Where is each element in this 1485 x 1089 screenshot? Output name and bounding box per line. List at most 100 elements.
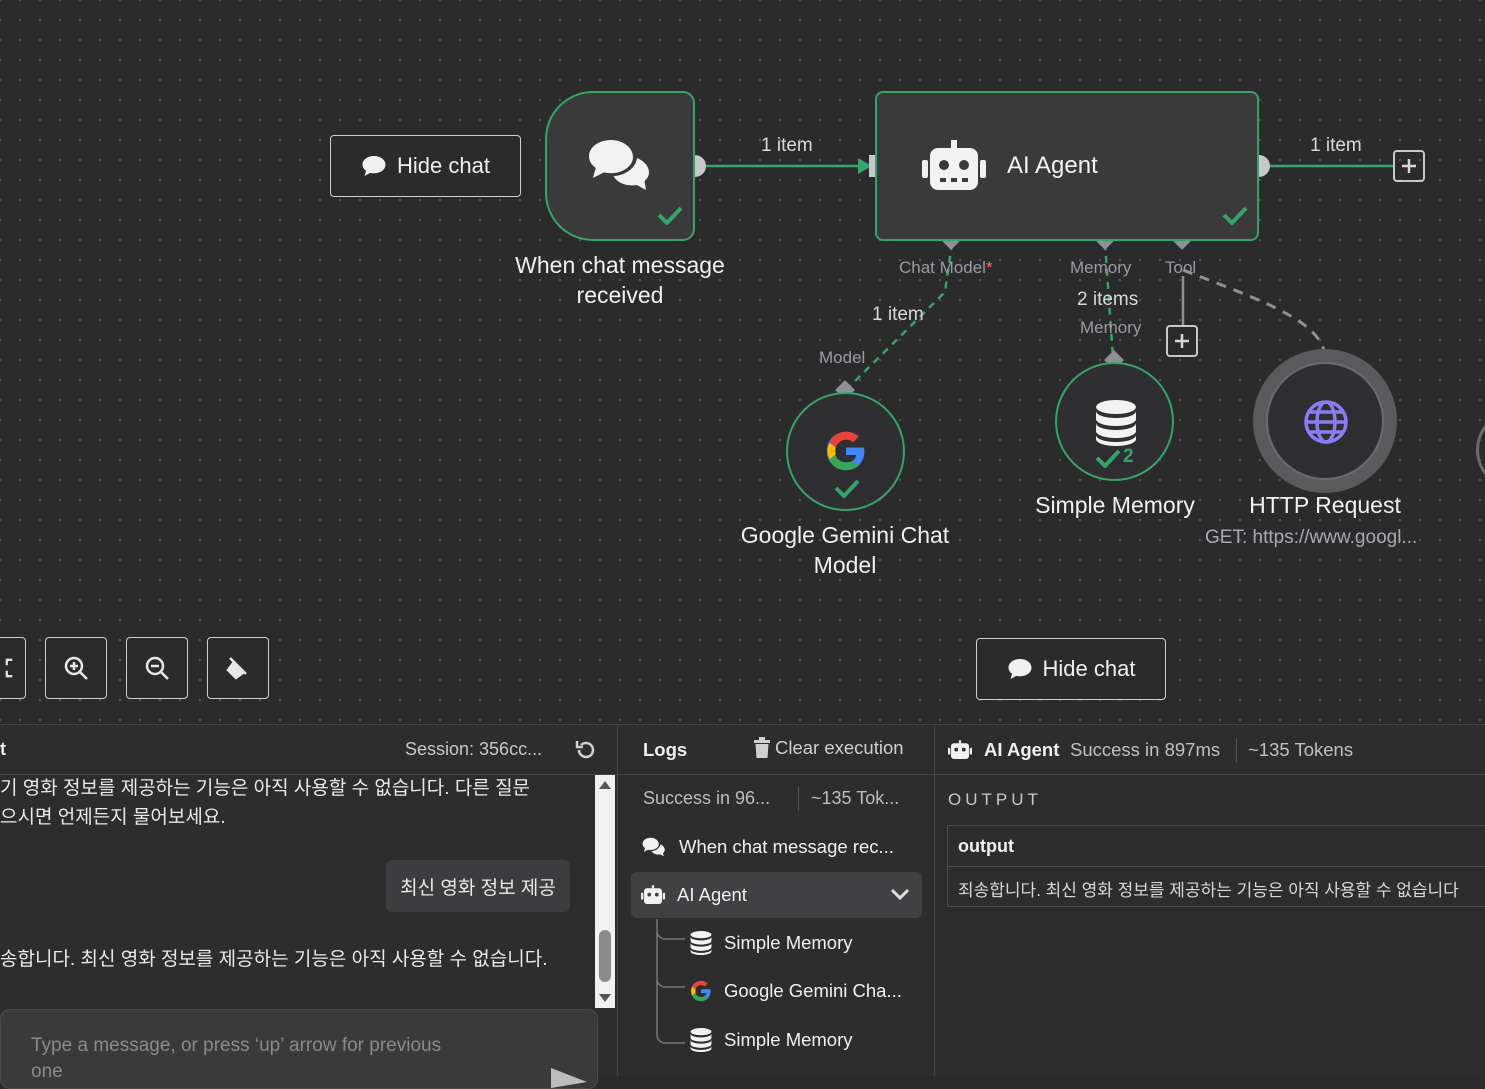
port-label-chat-model: Chat Model* [899, 258, 993, 277]
http-node-subtitle: GET: https://www.googl... [1205, 527, 1418, 548]
google-logo-icon [826, 431, 865, 471]
scroll-thumb[interactable] [599, 930, 611, 982]
workflow-canvas[interactable]: Hide chat When chat message received 1 i… [0, 0, 1485, 724]
user-message: 최신 영화 정보 제공 [386, 860, 570, 912]
database-icon [1096, 400, 1136, 446]
zoom-out-icon [145, 656, 169, 680]
bot-message: 기 영화 정보를 제공하는 기능은 아직 사용할 수 없습니다. 다른 질문 으… [0, 778, 531, 828]
http-node-label: HTTP Request [1249, 492, 1401, 518]
logs-summary-tokens: ~135 Tok... [811, 788, 900, 808]
chat-trigger-node[interactable] [545, 91, 695, 241]
chat-bubbles-icon [589, 140, 649, 190]
output-node-name: AI Agent [984, 739, 1060, 760]
google-logo-icon [690, 980, 711, 1002]
success-check-icon [1095, 449, 1121, 468]
wire-agent-model [847, 242, 954, 389]
database-icon [690, 1028, 712, 1052]
gemini-chat-model-node[interactable] [786, 392, 905, 511]
wire-agent-tool [1182, 268, 1327, 356]
memory-run-count: 2 [1123, 446, 1134, 467]
plus-icon [1175, 334, 1189, 348]
globe-icon [1304, 400, 1348, 444]
logs-header: Logs Clear execution [618, 725, 935, 775]
chat-bubbles-icon [642, 837, 665, 857]
memory-node-label: Simple Memory [1035, 492, 1195, 518]
chat-bubble-icon [362, 156, 386, 176]
scroll-down-icon[interactable] [598, 993, 612, 1003]
log-item-chat-trigger[interactable]: When chat message rec... [641, 824, 921, 870]
divider [1236, 738, 1237, 762]
bot-message: 송합니다. 최신 영화 정보를 제공하는 기능은 아직 사용할 수 없습니다. [0, 949, 548, 970]
logs-summary-time: Success in 96... [643, 788, 771, 808]
zoom-out-button[interactable] [126, 637, 188, 699]
port-label-tool: Tool [1165, 258, 1197, 277]
gemini-node-label: Google Gemini Chat Model [740, 522, 950, 578]
wire-agent-memory [1103, 242, 1115, 359]
ai-agent-node[interactable]: AI Agent [875, 91, 1259, 241]
scroll-up-icon[interactable] [598, 780, 612, 790]
chat-title: t [0, 739, 6, 759]
chat-message-input[interactable]: Type a message, or press ‘up’ arrow for … [0, 1009, 598, 1089]
input-port [869, 155, 880, 177]
zoom-in-button[interactable] [45, 637, 107, 699]
port-label-memory-in: Memory [1080, 318, 1142, 337]
edge-label-memory: 2 items [1077, 289, 1139, 310]
success-check-icon [1222, 206, 1248, 225]
output-field-value[interactable]: 죄송합니다. 최신 영화 정보를 제공하는 기능은 아직 사용할 수 없습니다 [958, 881, 1459, 900]
output-table: output 죄송합니다. 최신 영화 정보를 제공하는 기능은 아직 사용할 … [947, 825, 1485, 907]
add-node-button[interactable] [1393, 150, 1425, 182]
simple-memory-node[interactable]: 2 [1055, 362, 1174, 481]
connection-wires [684, 155, 1395, 400]
output-field-name: output [958, 836, 1014, 856]
broom-icon [226, 657, 247, 680]
add-tool-button[interactable] [1166, 325, 1198, 357]
hide-chat-button[interactable]: Hide chat [330, 135, 521, 197]
session-id: Session: 356cc... [405, 739, 543, 759]
divider [798, 787, 799, 811]
output-tokens: ~135 Tokens [1248, 739, 1354, 760]
logs-title: Logs [643, 739, 688, 760]
logs-panel: Logs Clear execution Success in 96... ~1… [617, 724, 935, 1076]
chat-bubble-icon [1008, 659, 1032, 679]
output-table-header: output [948, 826, 1485, 867]
log-item-ai-agent[interactable]: AI Agent [631, 872, 922, 918]
chat-header: t Session: 356cc... [0, 725, 617, 775]
chevron-down-icon[interactable] [890, 888, 910, 902]
chat-input-placeholder: Type a message, or press ‘up’ arrow for … [31, 1035, 442, 1082]
trigger-node-label: When chat message received [515, 252, 725, 308]
log-item-simple-memory[interactable]: Simple Memory [690, 1017, 920, 1063]
http-request-node[interactable] [1266, 362, 1384, 480]
wire-arrow [858, 158, 872, 174]
tidy-up-button[interactable] [207, 637, 269, 699]
port-label-memory: Memory [1070, 258, 1132, 277]
reset-session-icon[interactable] [574, 738, 598, 762]
output-section-title: OUTPUT [948, 790, 1042, 809]
clear-execution-button[interactable]: Clear execution [753, 737, 904, 759]
chat-scrollbar[interactable] [595, 775, 615, 1008]
edge-label-model: 1 item [872, 304, 924, 325]
robot-icon [641, 885, 665, 904]
fit-view-button[interactable] [0, 637, 26, 699]
robot-icon [948, 740, 972, 759]
output-header: AI Agent Success in 897ms ~135 Tokens [935, 725, 1485, 775]
edge-label-agent-out: 1 item [1310, 135, 1362, 156]
success-check-icon [657, 206, 683, 225]
hide-chat-button-bottom[interactable]: Hide chat [976, 638, 1166, 700]
log-item-gemini[interactable]: Google Gemini Cha... [690, 968, 930, 1014]
success-check-icon [834, 479, 860, 498]
send-icon[interactable] [549, 1062, 589, 1088]
ai-agent-title: AI Agent [1007, 152, 1098, 179]
trash-icon [754, 737, 770, 758]
zoom-in-icon [64, 656, 88, 680]
database-icon [690, 931, 712, 955]
chat-panel: t Session: 356cc... 기 영화 정보를 제공하는 기능은 아직… [0, 724, 617, 1089]
log-item-simple-memory[interactable]: Simple Memory [690, 920, 920, 966]
log-tree-lines [656, 919, 685, 1044]
plus-icon [1402, 159, 1416, 173]
fit-view-icon [5, 658, 13, 678]
edge-label-trigger-agent: 1 item [761, 135, 813, 156]
robot-icon [922, 140, 986, 190]
port-label-model: Model [819, 348, 866, 367]
output-panel: AI Agent Success in 897ms ~135 Tokens OU… [934, 724, 1485, 1076]
output-status: Success in 897ms [1070, 739, 1221, 760]
